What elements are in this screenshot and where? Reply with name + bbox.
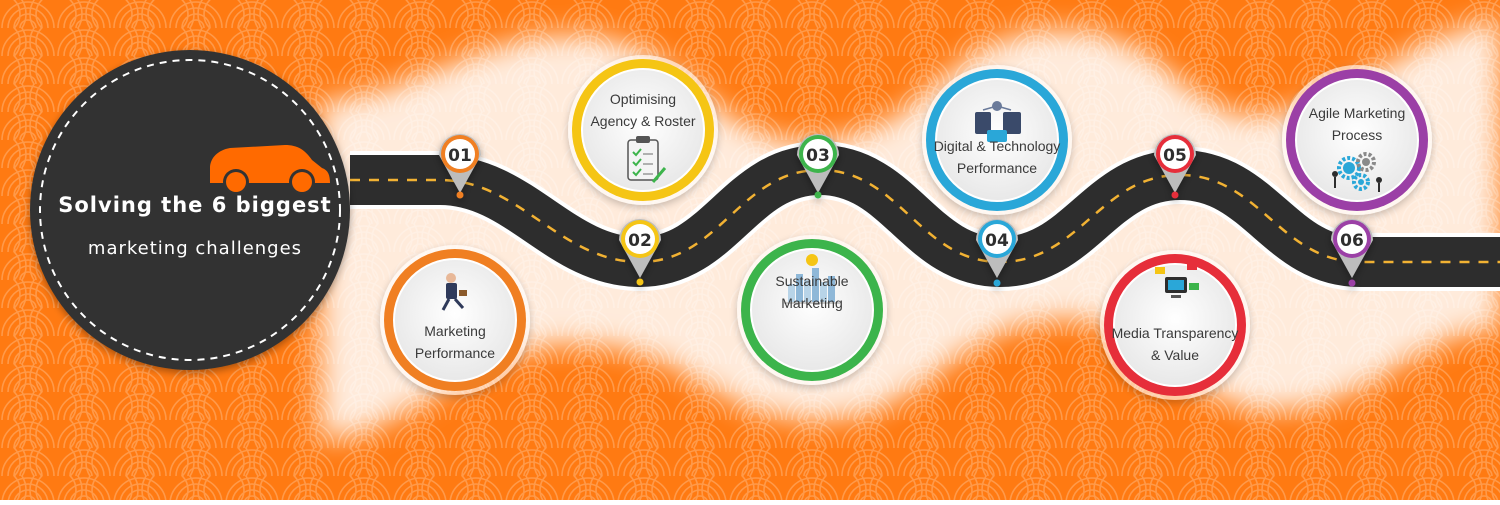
milestone-number: 03 [806,146,830,166]
milestone-pin-05: 05 [1154,134,1196,199]
milestone-label-06-line1: Agile Marketing [1308,105,1406,121]
milestone-label-01-line1: Marketing [424,323,486,339]
milestone-label-06-line2: Process [1331,127,1383,143]
milestone-label-05-line1: Media Transparency [1111,325,1239,341]
road-center-dashes [350,168,1500,264]
milestone-number: 02 [628,231,652,251]
hero-title-line2: marketing challenges [87,238,303,259]
milestone-pin-01: 01 [439,134,481,199]
milestone-label-02-line1: Optimising [609,91,677,107]
hero-disc [30,50,350,370]
milestone-number: 06 [1340,231,1364,251]
milestone-label-03-line1: Sustainable [775,273,849,289]
businessman-running-icon [441,273,467,311]
milestone-label-04-line2: Performance [956,160,1038,176]
milestone-circle-05 [1100,250,1250,400]
car-icon [210,145,330,195]
media-screens-icon [1155,263,1199,298]
road [350,140,1500,292]
milestone-circle-04 [922,65,1072,215]
devices-network-icon [975,101,1021,142]
milestone-label-03-line2: Marketing [781,295,843,311]
milestone-label-05-line2: & Value [1151,347,1199,363]
milestone-pin-04: 04 [976,219,1018,287]
milestone-number: 04 [985,231,1009,251]
milestone-circle-06 [1282,65,1432,215]
milestone-number: 01 [448,146,472,166]
gears-people-icon [1332,152,1382,192]
milestone-circle-03 [737,235,887,385]
milestone-label-01-line2: Performance [414,345,496,361]
milestone-pin-02: 02 [619,219,661,286]
hero-title-line1: Solving the 6 biggest [58,193,332,217]
clipboard-checklist-icon [627,136,667,183]
milestone-pin-03: 03 [797,134,839,199]
milestone-pin-06: 06 [1330,218,1373,287]
milestone-label-04-line1: Digital & Technology [933,138,1061,154]
milestone-circle-01 [380,245,530,395]
milestone-circle-02 [568,55,718,205]
city-skyline-icon [784,254,840,304]
milestone-label-02-line2: Agency & Roster [590,113,696,129]
milestone-number: 05 [1163,146,1187,166]
